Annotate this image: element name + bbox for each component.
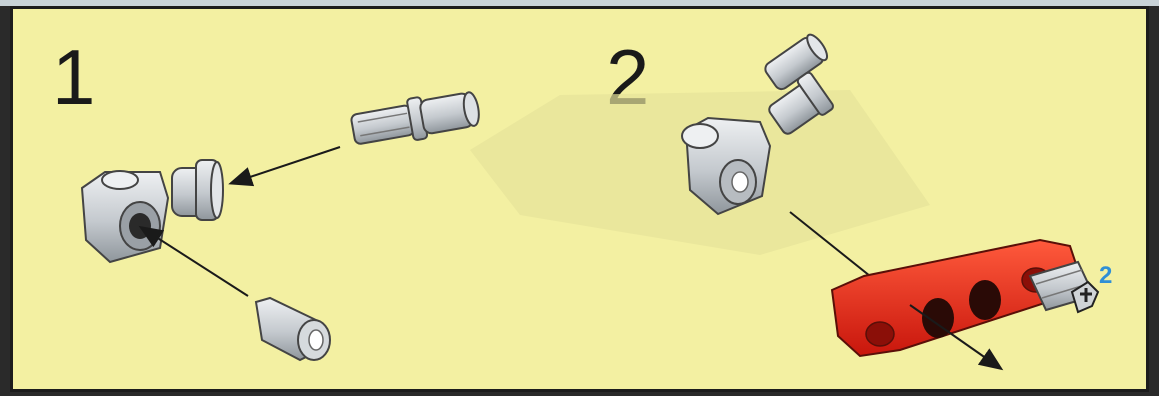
quantity-callout: 2	[1099, 262, 1112, 290]
arrow-bush-to-joint	[142, 228, 248, 296]
ball-joint-part	[82, 160, 223, 262]
axle-pin-part	[349, 87, 481, 150]
arrow-pin-to-joint	[232, 147, 340, 183]
bush-part	[256, 298, 330, 360]
